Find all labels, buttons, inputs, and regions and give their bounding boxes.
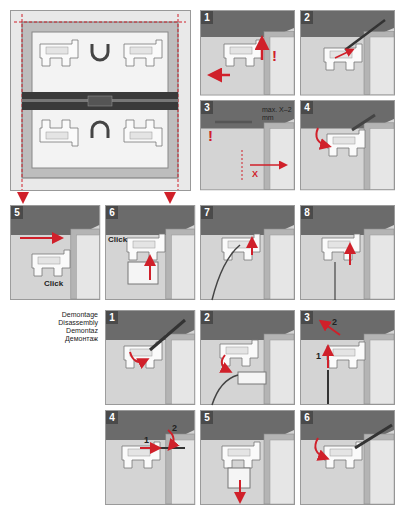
step-number: 3: [301, 311, 313, 324]
step-number: 6: [301, 411, 313, 424]
section-heading: Demontaz: [28, 327, 98, 334]
sequence-number: 1: [316, 352, 321, 361]
section-heading: Demontage: [28, 311, 98, 318]
step-number: 8: [301, 206, 313, 219]
click-note: Click: [44, 280, 63, 288]
step-number: 1: [106, 311, 118, 324]
dimension-mark: X: [252, 170, 258, 179]
step-number: 4: [301, 101, 313, 114]
step-number: 5: [11, 206, 23, 219]
step-number: 2: [201, 311, 213, 324]
step-number: 1: [201, 11, 213, 24]
sequence-number: 2: [172, 424, 177, 433]
step-number: 6: [106, 206, 118, 219]
step-number: 7: [201, 206, 213, 219]
warning-mark: !: [272, 48, 277, 63]
sequence-number: 1: [144, 436, 149, 445]
section-heading: Disassembly: [28, 319, 98, 326]
step-number: 2: [301, 11, 313, 24]
section-heading: Демонтаж: [28, 335, 98, 342]
sequence-number: 2: [332, 318, 337, 327]
dimension-note: max. X–2 mm: [262, 106, 298, 122]
step-number: 5: [201, 411, 213, 424]
step-number: 4: [106, 411, 118, 424]
click-note: Click: [108, 236, 127, 244]
warning-mark: !: [208, 128, 213, 143]
step-number: 3: [201, 101, 213, 114]
